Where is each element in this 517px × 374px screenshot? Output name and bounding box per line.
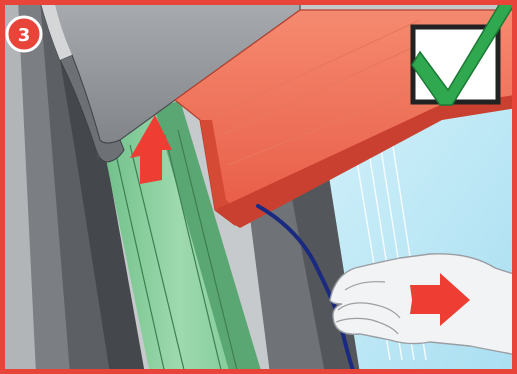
- step-number: 3: [18, 25, 31, 46]
- step-badge: 3: [7, 17, 41, 51]
